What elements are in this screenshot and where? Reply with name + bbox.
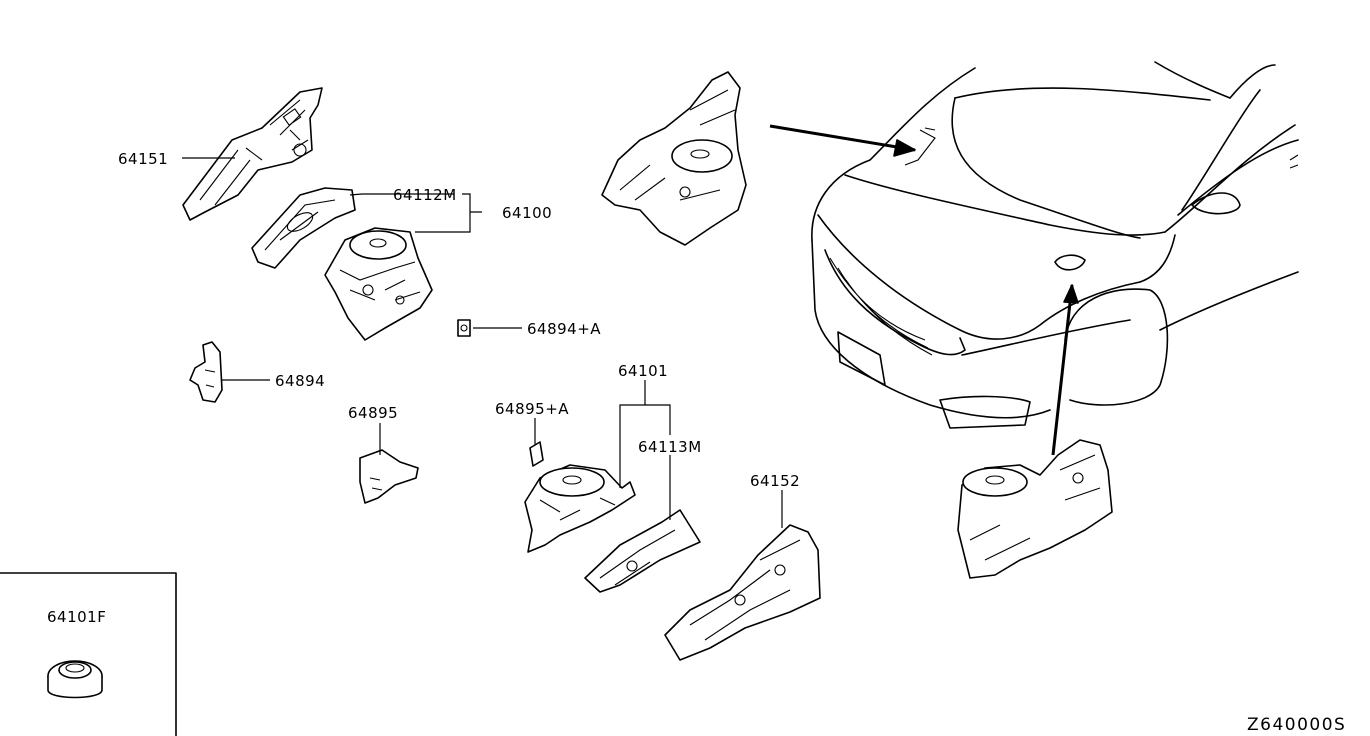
- label-64101: 64101: [618, 362, 668, 380]
- part-64101-drawing: [524, 464, 636, 553]
- label-64152: 64152: [750, 472, 800, 490]
- label-64894a: 64894+A: [527, 320, 601, 338]
- arrow-to-lower: [1051, 284, 1074, 456]
- label-64113m: 64113M: [638, 438, 702, 456]
- part-64112m-drawing: [251, 187, 356, 269]
- label-64100: 64100: [502, 204, 552, 222]
- leader-64112m: [349, 193, 454, 196]
- part-labels: 64151 64112M 64100 64894+A 64894 64895 6…: [47, 150, 1346, 735]
- arrow-to-upper: [769, 124, 916, 152]
- label-64895a: 64895+A: [495, 400, 569, 418]
- part-64895-drawing: [359, 449, 419, 504]
- label-64112m: 64112M: [393, 186, 457, 204]
- label-64894: 64894: [275, 372, 325, 390]
- leader-64101-bracket: [619, 380, 671, 488]
- part-64100-drawing: [324, 227, 433, 341]
- diagram-code: Z640000S: [1247, 715, 1346, 735]
- inset-box-64101f: [0, 572, 177, 736]
- label-64895: 64895: [348, 404, 398, 422]
- leader-lines: [182, 157, 783, 528]
- part-64151-drawing: [182, 87, 323, 221]
- pointer-arrows: [769, 124, 1079, 456]
- part-64895a-drawing: [529, 441, 544, 467]
- part-64894-drawing: [189, 341, 223, 403]
- upper-assembly-drawing: [601, 71, 747, 246]
- leader-64100-bracket: [415, 193, 482, 233]
- car-front-drawing: [811, 61, 1299, 429]
- part-64113m-drawing: [584, 509, 701, 593]
- part-64894a-drawing: [457, 319, 471, 337]
- lower-assembly-drawing: [957, 439, 1113, 579]
- part-64152-drawing: [664, 524, 821, 661]
- label-64151: 64151: [118, 150, 168, 168]
- label-64101f: 64101F: [47, 608, 106, 626]
